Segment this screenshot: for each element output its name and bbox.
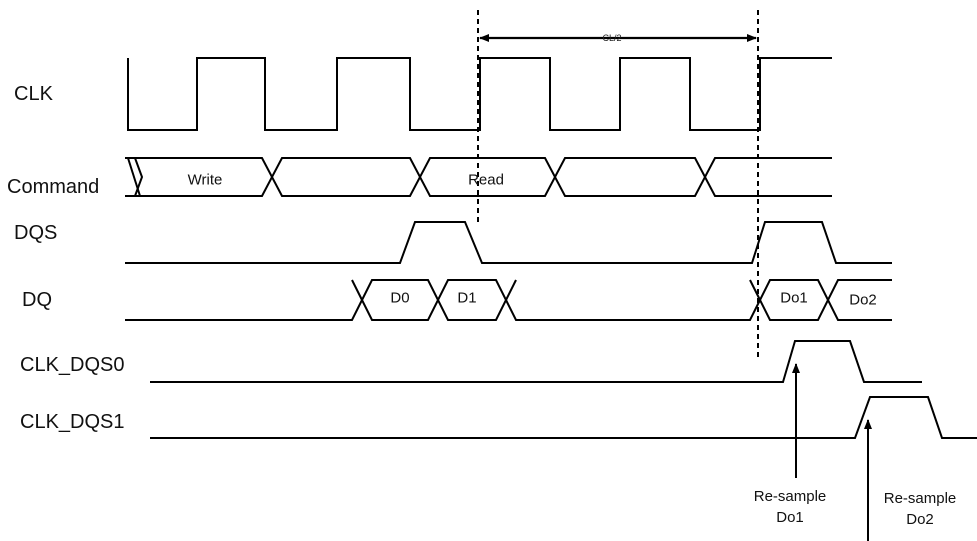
dqs-label: DQS xyxy=(14,222,58,244)
clk-dqs0-label: CLK_DQS0 xyxy=(20,354,125,376)
command-read-cell: Read xyxy=(468,171,504,189)
resample-do2-annotation: Re-sample Do2 xyxy=(884,488,957,530)
resample-do1-line2: Do1 xyxy=(776,509,804,526)
cl-half-label: CL/2 xyxy=(602,33,622,43)
clk-dqs0-waveform xyxy=(150,340,922,383)
clk-dqs1-label: CLK_DQS1 xyxy=(20,411,125,433)
dqs-waveform xyxy=(125,221,892,264)
command-bus-waveform xyxy=(125,157,832,197)
dq-do2-cell: Do2 xyxy=(849,291,877,309)
resample-do1-annotation: Re-sample Do1 xyxy=(754,486,827,528)
dq-waveform xyxy=(125,279,892,321)
clk-dqs1-waveform xyxy=(150,396,977,439)
dq-do1-cell: Do1 xyxy=(780,289,808,307)
resample-do2-line2: Do2 xyxy=(906,511,934,528)
resample-do1-line1: Re-sample xyxy=(753,488,827,505)
dq-label: DQ xyxy=(22,289,52,311)
command-write-cell: Write xyxy=(187,171,223,189)
command-label: Command xyxy=(7,176,100,198)
dq-d0-cell: D0 xyxy=(390,289,410,307)
dq-d1-cell: D1 xyxy=(457,289,477,307)
clk-waveform xyxy=(127,57,832,131)
clk-label: CLK xyxy=(14,83,53,105)
resample-do2-line1: Re-sample xyxy=(883,490,957,507)
